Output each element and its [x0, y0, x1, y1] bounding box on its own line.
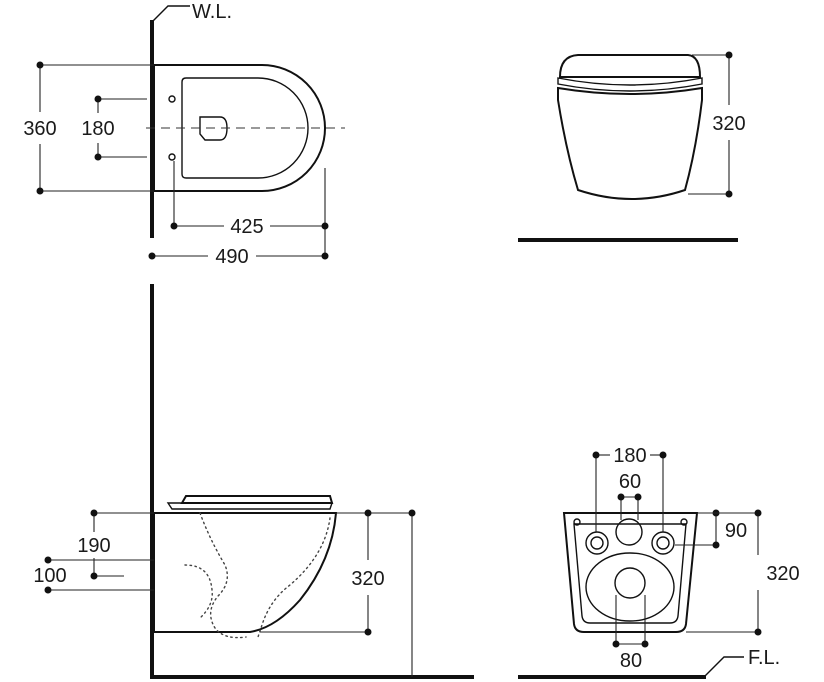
dim-label-490: 490 [215, 246, 248, 268]
dim-dot [659, 451, 667, 459]
dim-label-90: 90 [725, 520, 747, 542]
dim-dot [94, 95, 102, 103]
top-view: W.L. 360 180 425 [23, 1, 345, 268]
dim-dot [754, 628, 762, 636]
bowl-side [153, 512, 338, 633]
wall-line-label: W.L. [192, 1, 232, 23]
fixing-hole-right-inner [656, 536, 670, 550]
dim-dot [617, 493, 625, 501]
dim-dot [36, 187, 44, 195]
floor-line-leader [703, 656, 744, 678]
trapway-hidden-inner [199, 512, 247, 639]
dim-dot [592, 451, 600, 459]
rear-plate [562, 512, 699, 633]
dim-label-320-rear: 320 [766, 563, 799, 585]
dim-dot [90, 572, 98, 580]
wall-line-leader [151, 5, 190, 23]
dim-dot [364, 509, 372, 517]
dim-dot [170, 222, 178, 230]
dim-dot [36, 61, 44, 69]
dim-dot [712, 541, 720, 549]
fixing-hole-left-outer [585, 531, 609, 555]
dim-dot [754, 509, 762, 517]
seat-hinge-side [166, 502, 333, 510]
rear-plate-inner [573, 523, 687, 624]
fixing-hole-left-inner [590, 536, 604, 550]
seat-rim-front [557, 77, 703, 92]
dim-dot [634, 493, 642, 501]
dim-dot [725, 190, 733, 198]
rear-view: 180 60 90 320 80 F.L. [518, 445, 800, 679]
dim-dot [44, 556, 52, 564]
waste-outlet [614, 567, 646, 599]
bowl-front [557, 86, 703, 200]
dim-label-80: 80 [620, 650, 642, 672]
dim-dot [321, 252, 329, 260]
dim-dot [725, 51, 733, 59]
dim-dot [148, 252, 156, 260]
screw-hole-right [680, 518, 688, 526]
dim-label-425: 425 [230, 216, 263, 238]
water-inlet [615, 518, 643, 546]
trapway-hidden-outer [257, 517, 331, 638]
dim-label-60: 60 [619, 471, 641, 493]
dim-label-180-rear: 180 [613, 445, 646, 467]
dim-dot [408, 509, 416, 517]
seat-side [180, 495, 334, 504]
dim-label-180-top: 180 [81, 118, 114, 140]
side-view: 190 100 320 [33, 284, 474, 679]
floor-line-label: F.L. [748, 647, 780, 669]
dim-dot [364, 628, 372, 636]
dim-label-100: 100 [33, 565, 66, 587]
dim-dot [94, 153, 102, 161]
dim-dot [612, 640, 620, 648]
dim-label-360: 360 [23, 118, 56, 140]
fixing-hole-lower [168, 153, 176, 161]
outlet-recess [585, 552, 675, 622]
dim-dot [321, 222, 329, 230]
screw-hole-left [573, 518, 581, 526]
front-view: 320 [518, 51, 746, 242]
fixing-hole-upper [168, 95, 176, 103]
dim-dot [44, 586, 52, 594]
dim-label-320-side: 320 [351, 568, 384, 590]
dim-label-320-front: 320 [712, 113, 745, 135]
dim-dot [641, 640, 649, 648]
trapway-hidden-lower [184, 564, 213, 619]
dim-label-190: 190 [77, 535, 110, 557]
dim-dot [90, 509, 98, 517]
bowl-inner-top [181, 77, 309, 179]
seat-lid-front [558, 54, 702, 78]
